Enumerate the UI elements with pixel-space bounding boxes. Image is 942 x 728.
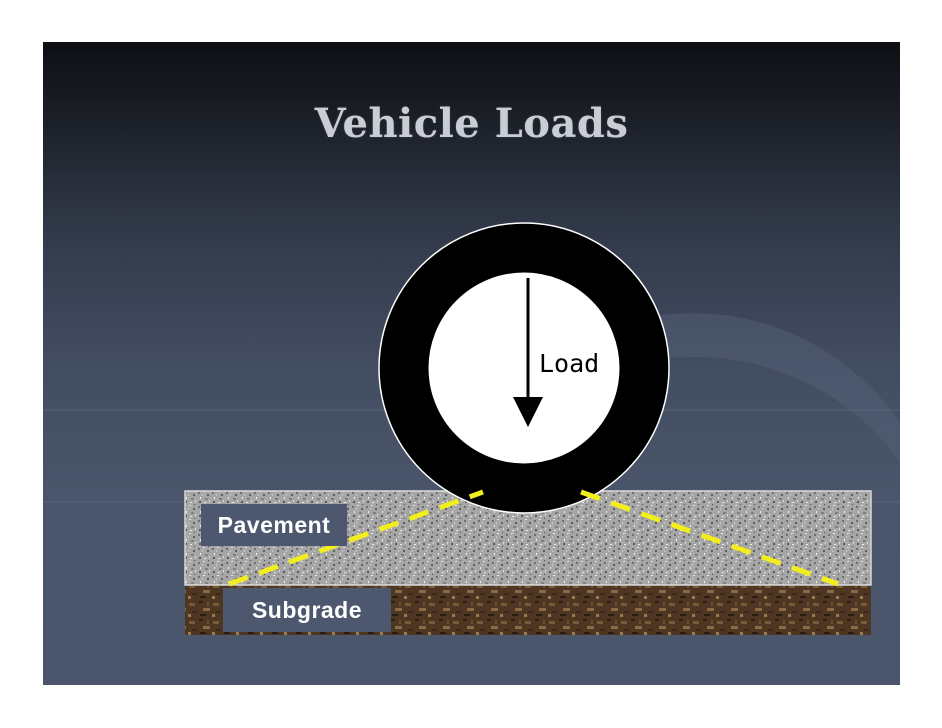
pavement-label: Pavement [201, 504, 347, 546]
subgrade-label: Subgrade [223, 588, 391, 632]
wheel-rim [427, 271, 621, 465]
vehicle-load-diagram: Load [43, 222, 900, 635]
slide: Vehicle Loads [43, 42, 900, 685]
load-distribution-path [228, 489, 839, 587]
slide-title: Vehicle Loads [314, 100, 629, 147]
background-swoosh [623, 313, 900, 462]
load-label: Load [539, 349, 599, 378]
